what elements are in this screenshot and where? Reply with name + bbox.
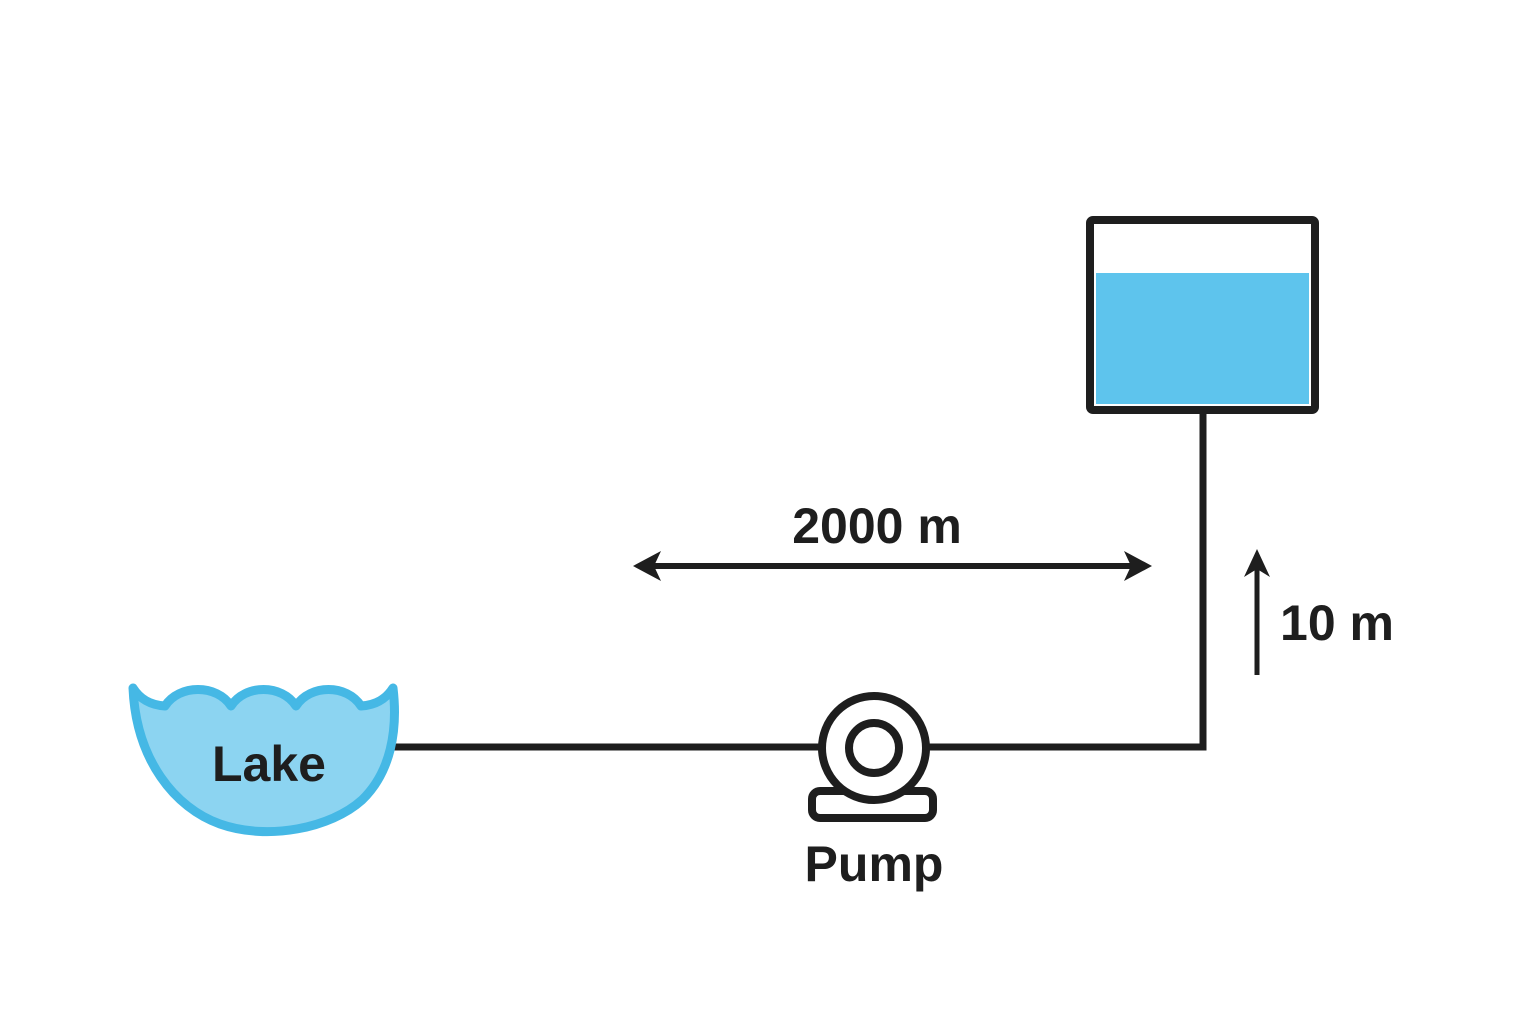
pipe-line bbox=[391, 411, 1207, 751]
up-arrowhead-icon bbox=[1244, 549, 1270, 577]
horizontal-dimension: 2000 m bbox=[633, 498, 1152, 581]
lake-label: Lake bbox=[212, 736, 326, 792]
vertical-dimension: 10 m bbox=[1244, 549, 1394, 675]
pump-inner-circle bbox=[845, 719, 903, 777]
tank-water bbox=[1096, 273, 1309, 404]
pump-symbol bbox=[808, 692, 937, 822]
left-arrowhead-icon bbox=[633, 551, 661, 581]
tank bbox=[1086, 216, 1319, 414]
right-arrowhead-icon bbox=[1124, 551, 1152, 581]
lake-shape bbox=[128, 683, 399, 837]
vertical-distance-label: 10 m bbox=[1280, 595, 1394, 651]
horizontal-distance-label: 2000 m bbox=[792, 498, 962, 554]
pump-label: Pump bbox=[805, 836, 944, 892]
